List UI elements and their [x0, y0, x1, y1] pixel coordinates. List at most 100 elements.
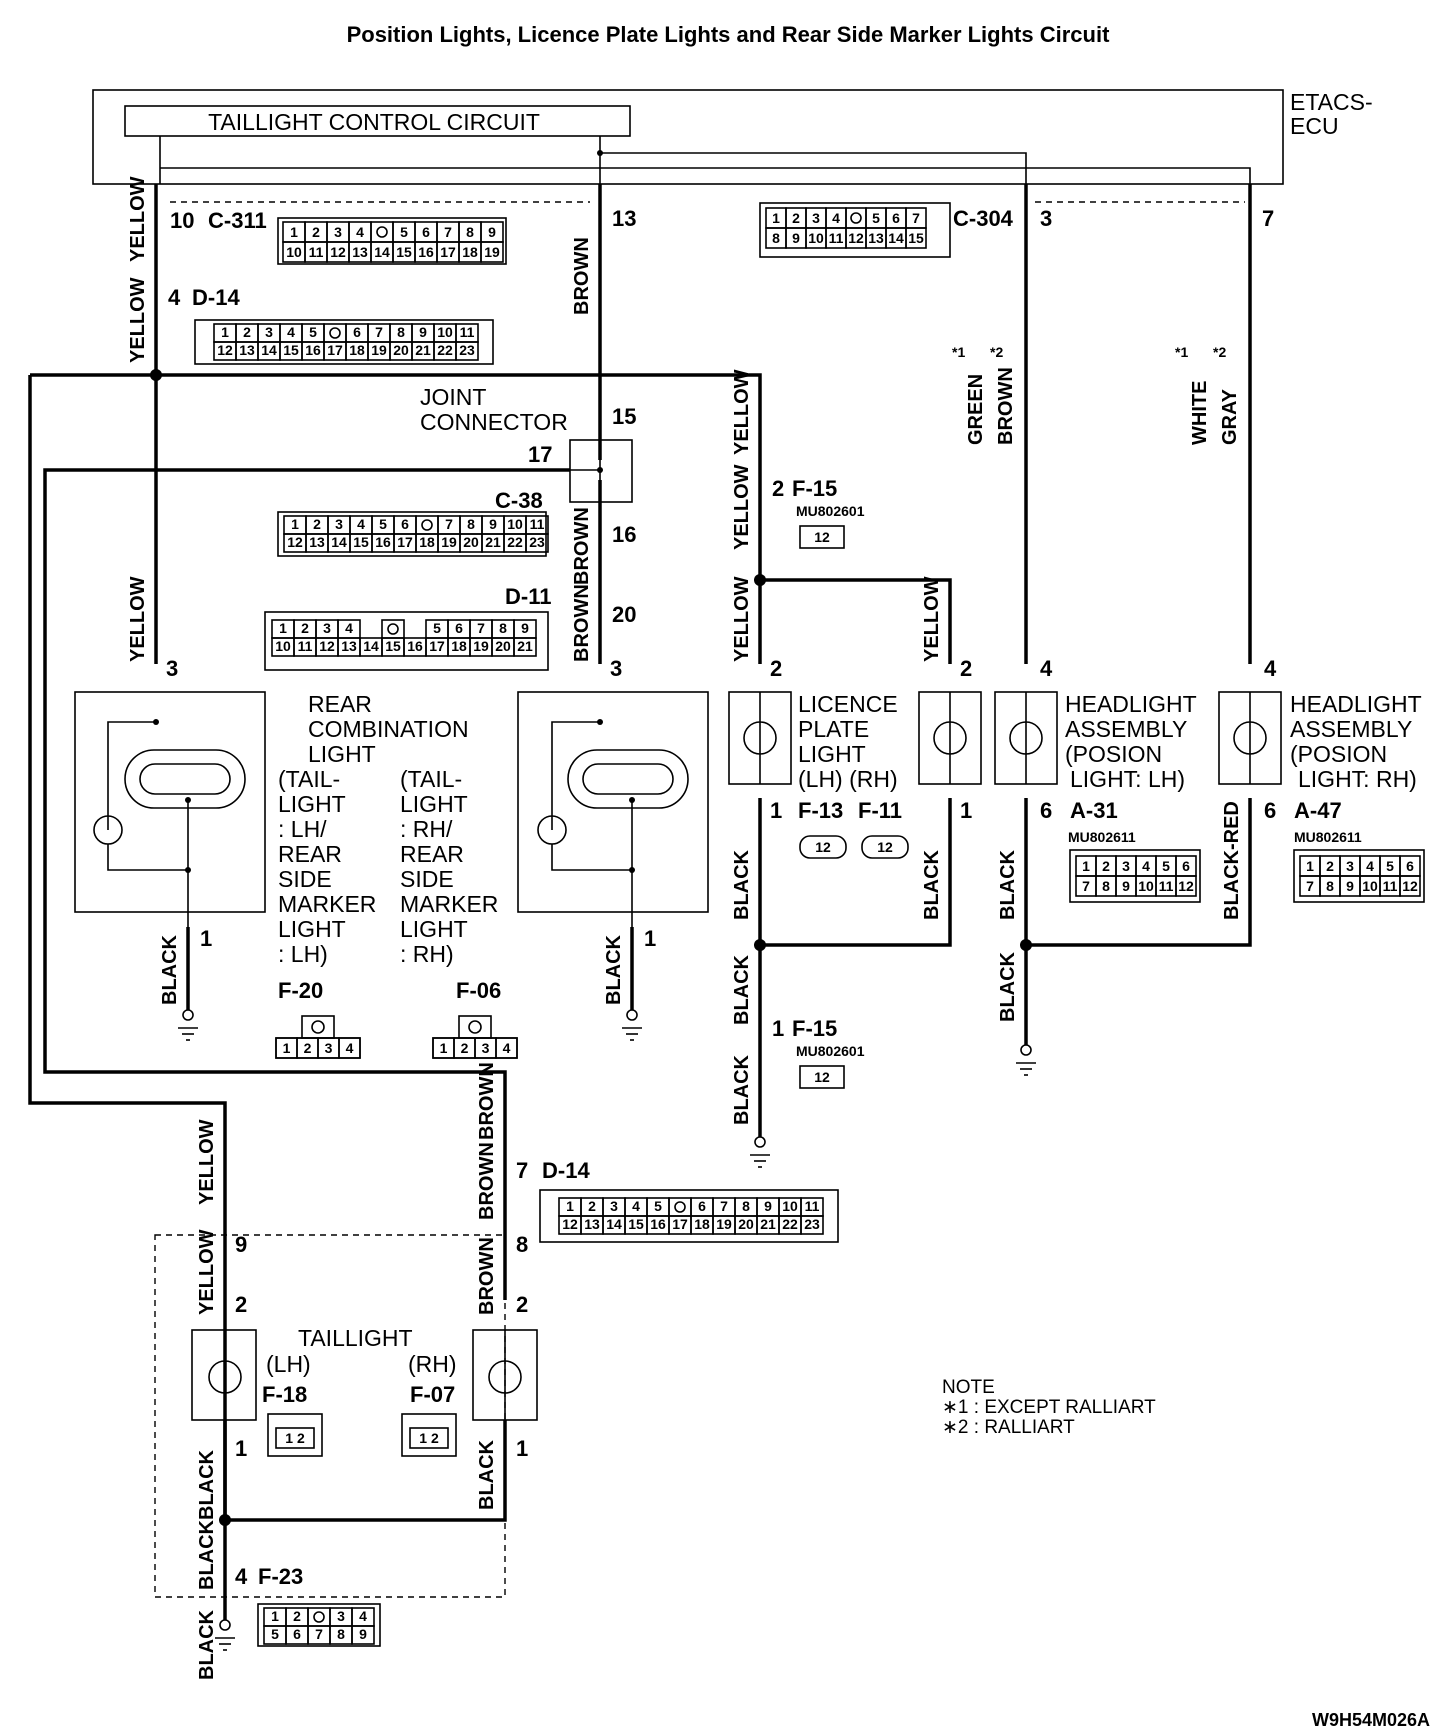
svg-text:6: 6: [455, 620, 463, 636]
svg-text:3: 3: [1122, 858, 1130, 874]
lp-rh-pin-out: 1: [960, 798, 972, 823]
hl-rh-label-4: LIGHT: RH): [1298, 766, 1417, 792]
svg-text:6: 6: [422, 224, 430, 240]
svg-text:8: 8: [1102, 878, 1110, 894]
svg-text:13: 13: [309, 534, 325, 550]
headlight-assembly-lh: 4 6 HEADLIGHT ASSEMBLY (POSION LIGHT: LH…: [994, 656, 1201, 903]
svg-text:16: 16: [650, 1216, 666, 1232]
wire-brown-6: BROWN: [476, 1237, 498, 1315]
svg-text:6: 6: [293, 1626, 301, 1642]
svg-text:10: 10: [782, 1198, 798, 1214]
svg-text:1: 1: [279, 620, 287, 636]
svg-text:4: 4: [1366, 858, 1374, 874]
svg-text:18: 18: [419, 534, 435, 550]
svg-text:2: 2: [792, 210, 800, 226]
wire-yellow-5: YELLOW: [731, 464, 753, 550]
svg-text:1: 1: [291, 516, 299, 532]
rc-rh-pin-gnd: 1: [644, 926, 656, 951]
svg-text:8: 8: [467, 516, 475, 532]
svg-text:7: 7: [375, 324, 383, 340]
hl-rh-label-2: ASSEMBLY: [1290, 716, 1412, 742]
taillight-rh: 8 2 1: [472, 1232, 538, 1461]
svg-text:9: 9: [1122, 878, 1130, 894]
svg-text:12: 12: [562, 1216, 578, 1232]
wire-brown-3: BROWN: [571, 584, 593, 662]
svg-text:11: 11: [829, 230, 844, 246]
wire-black-11: BLACK: [196, 1609, 218, 1680]
svg-text:5: 5: [1386, 858, 1394, 874]
pin-16: 16: [612, 522, 636, 547]
svg-text:2: 2: [313, 516, 321, 532]
f06-id: F-06: [456, 978, 501, 1003]
svg-text:12: 12: [815, 839, 831, 855]
svg-text:7: 7: [912, 210, 920, 226]
rc-line: LIGHT: [278, 916, 346, 942]
f15-top-pin: 2: [772, 476, 784, 501]
svg-text:5: 5: [379, 516, 387, 532]
d11-id: D-11: [505, 584, 551, 609]
svg-text:5: 5: [309, 324, 317, 340]
hl-rh-label-3: (POSION: [1290, 741, 1387, 767]
hl-lh-label-4: LIGHT: LH): [1070, 766, 1185, 792]
svg-text:4: 4: [1142, 858, 1150, 874]
svg-text:1: 1: [290, 224, 298, 240]
svg-text:2: 2: [304, 1040, 312, 1056]
f18-id: F-18: [262, 1382, 307, 1407]
wire-black-5: BLACK: [997, 849, 1019, 920]
svg-text:2: 2: [1326, 858, 1334, 874]
wire-gray: GRAY: [1219, 388, 1241, 445]
svg-text:3: 3: [265, 324, 273, 340]
svg-text:12: 12: [877, 839, 893, 855]
svg-text:4: 4: [357, 516, 365, 532]
svg-text:19: 19: [484, 244, 500, 260]
svg-text:1: 1: [271, 1608, 279, 1624]
svg-text:8: 8: [397, 324, 405, 340]
licence-plate-light-rh: 2 1: [918, 656, 982, 823]
svg-text:1: 1: [221, 324, 229, 340]
taillight-control-box: [124, 105, 631, 137]
wire-yellow-8: YELLOW: [196, 1119, 218, 1205]
svg-text:9: 9: [419, 324, 427, 340]
c38-id: C-38: [495, 488, 543, 513]
rear-combination-light-lh: 3 1: [74, 656, 266, 951]
c304-pin3: 3: [1040, 206, 1052, 231]
svg-text:15: 15: [353, 534, 369, 550]
svg-text:6: 6: [1406, 858, 1414, 874]
lp-label-4: (LH) (RH): [798, 766, 898, 792]
lp-label-3: LIGHT: [798, 741, 866, 767]
rc-line: : RH/: [400, 816, 453, 842]
svg-text:8: 8: [772, 230, 780, 246]
f15-bot-pin: 1: [772, 1016, 784, 1041]
svg-text:15: 15: [385, 638, 401, 654]
taillight-labels: TAILLIGHT (LH) (RH) F-18 F-07 1 2 1 2: [262, 1325, 457, 1457]
svg-text:9: 9: [792, 230, 800, 246]
svg-text:19: 19: [716, 1216, 732, 1232]
svg-text:2: 2: [312, 224, 320, 240]
f15-bot-id: F-15: [792, 1016, 837, 1041]
wire-yellow-2: YELLOW: [127, 277, 149, 363]
svg-text:19: 19: [473, 638, 489, 654]
svg-text:21: 21: [517, 638, 533, 654]
wire-white: WHITE: [1189, 381, 1211, 445]
svg-text:4: 4: [503, 1040, 511, 1056]
hl-lh-pin-out: 6: [1040, 798, 1052, 823]
svg-text:5: 5: [400, 224, 408, 240]
svg-text:9: 9: [521, 620, 529, 636]
svg-text:5: 5: [654, 1198, 662, 1214]
rc-line: REAR: [400, 841, 464, 867]
svg-text:19: 19: [441, 534, 457, 550]
svg-text:11: 11: [309, 244, 324, 260]
svg-text:11: 11: [1383, 878, 1398, 894]
wire-brown-2: BROWN: [571, 507, 593, 585]
svg-text:4: 4: [287, 324, 295, 340]
rc-line: : RH): [400, 941, 454, 967]
ecu-name-2: ECU: [1290, 113, 1339, 139]
d14-top-id: D-14: [192, 285, 240, 310]
f15-top-part: MU802601: [796, 503, 865, 519]
rc-lh-pin-in: 3: [166, 656, 178, 681]
svg-text:3: 3: [482, 1040, 490, 1056]
f20-id: F-20: [278, 978, 323, 1003]
svg-text:17: 17: [440, 244, 456, 260]
headlight-assembly-rh: 4 6 HEADLIGHT ASSEMBLY (POSION LIGHT: RH…: [1218, 656, 1425, 903]
